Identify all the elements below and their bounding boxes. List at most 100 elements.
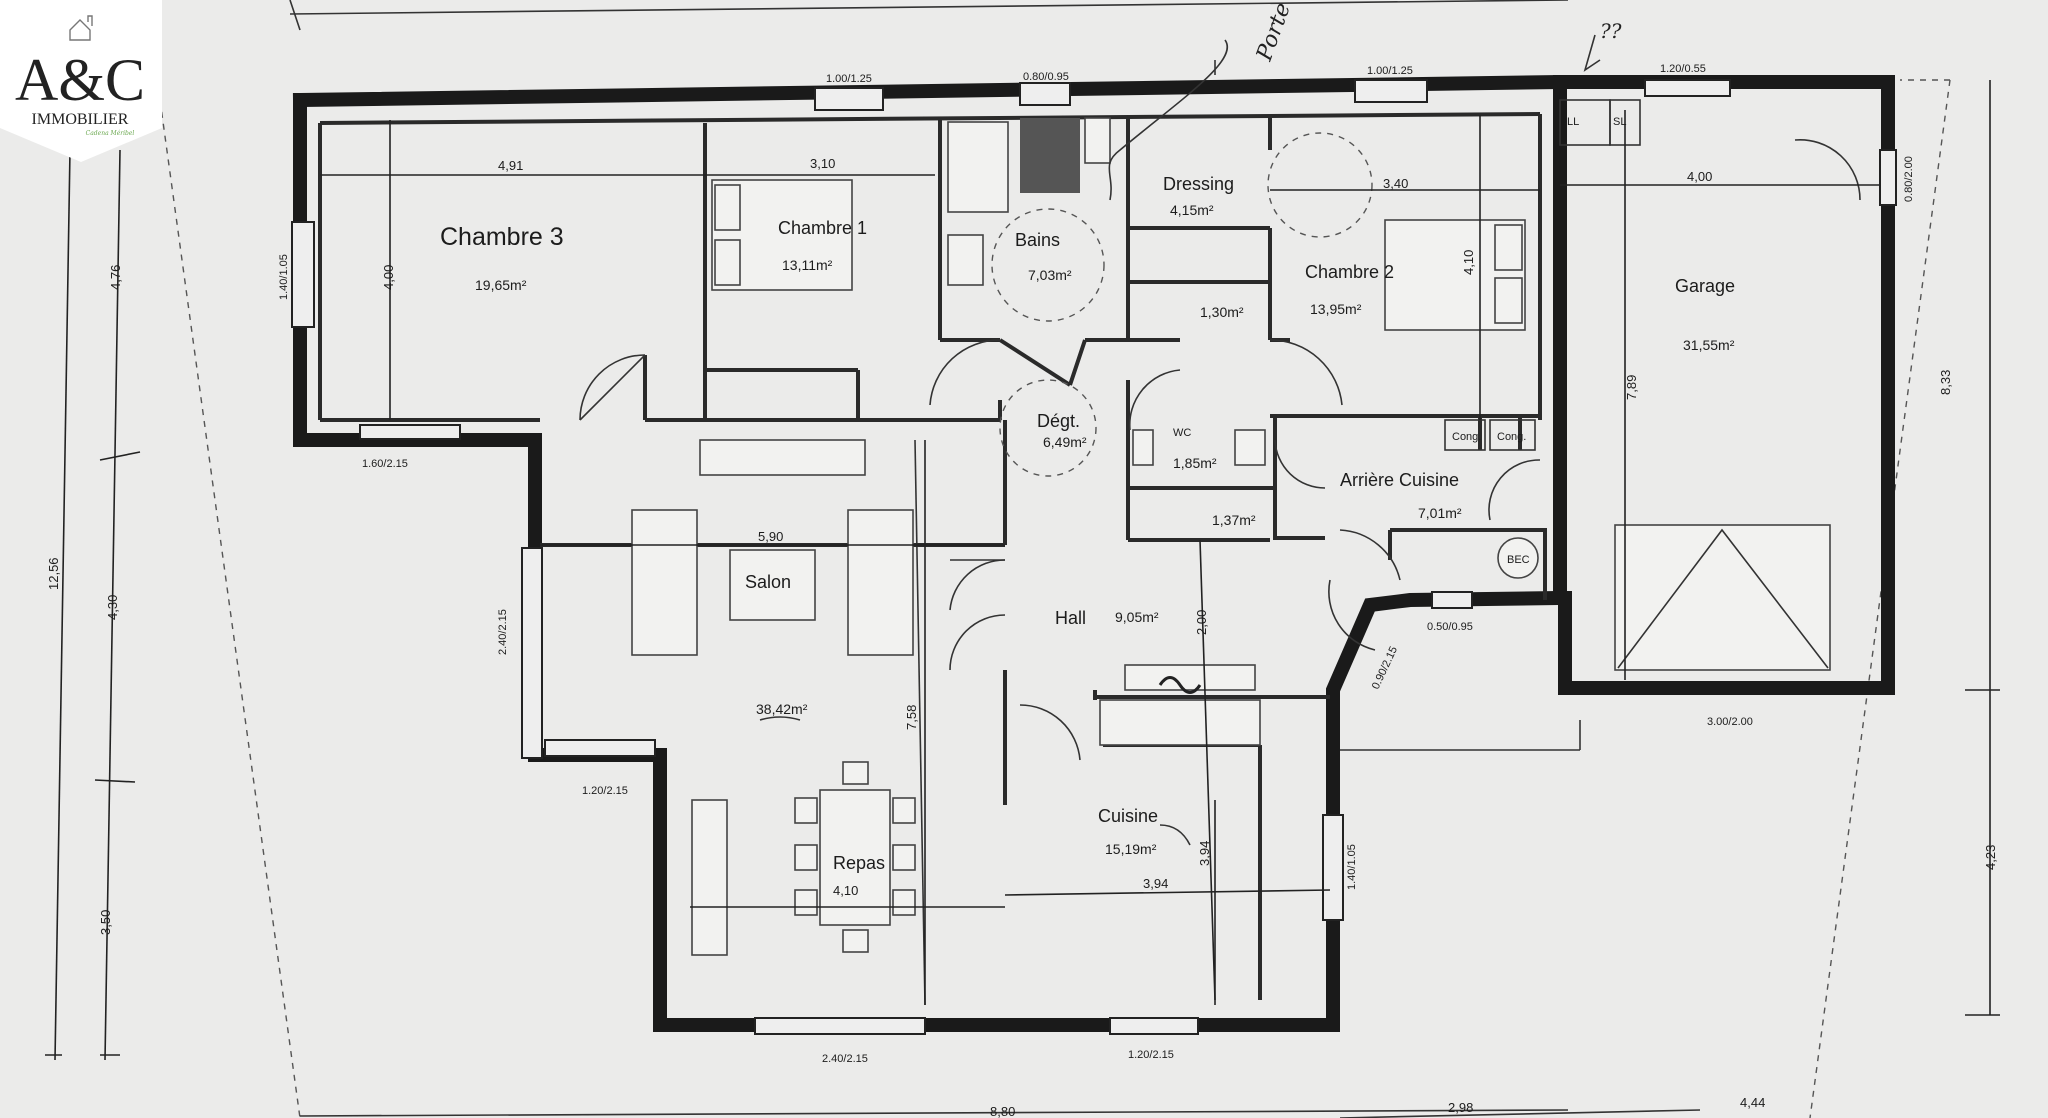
window-ch3-bottom [359, 424, 461, 440]
dim-ch3-height: 4,00 [381, 265, 396, 290]
room-label-arriere-cuisine: Arrière Cuisine [1340, 470, 1459, 490]
bathtub [947, 121, 1009, 213]
window-cuisine-right [1322, 814, 1344, 921]
opening-top-2: 0.80/0.95 [1023, 71, 1069, 83]
room-label-repas: Repas [833, 853, 885, 873]
interior-walls [318, 112, 1547, 1006]
dim-ch2-height: 4,10 [1461, 250, 1476, 275]
room-area-cellier: 1,37m² [1212, 512, 1256, 528]
dim-repas-width: 4,10 [833, 883, 858, 898]
internal-dimension-lines [320, 110, 1880, 1005]
sofa-right [847, 509, 914, 656]
garage-door-panel [1614, 524, 1831, 671]
room-label-salon: Salon [745, 572, 791, 592]
dim-left-total: 12,56 [46, 557, 61, 590]
handwritten-note-question: ?? [1600, 19, 1622, 43]
room-area-degt: 6,49m² [1043, 434, 1087, 450]
opening-bottom-ch3: 1.60/2.15 [362, 458, 408, 470]
room-label-degt: Dégt. [1037, 411, 1080, 431]
window-top-3 [1354, 79, 1428, 103]
opening-top-4: 1.20/0.55 [1660, 63, 1706, 75]
dim-left-1: 4,76 [108, 265, 123, 290]
dim-right-2: 4,23 [1983, 845, 1998, 870]
dim-garage-height: 7,89 [1624, 375, 1639, 400]
room-label-chambre-2: Chambre 2 [1305, 262, 1394, 282]
dim-salon-width: 5,90 [758, 529, 783, 544]
window-arriere-cuisine [1431, 591, 1473, 609]
bec-circle [1497, 537, 1539, 579]
label-cong-1: Cong. [1452, 431, 1481, 443]
room-area-chambre-2: 13,95m² [1310, 301, 1362, 317]
dim-cuisine-width: 3,94 [1143, 876, 1168, 891]
brand-logo: A&C IMMOBILIER Cadena Méribel [0, 0, 162, 162]
label-ll: LL [1567, 116, 1579, 128]
opening-garage-door: 3.00/2.00 [1707, 716, 1753, 728]
opening-garage-right: 0.80/2.00 [1903, 156, 1915, 202]
toilet-wc [1234, 429, 1266, 466]
turning-circles [991, 132, 1373, 477]
window-salon-bottom [544, 739, 656, 757]
dim-salon-height: 7,58 [904, 705, 919, 730]
coffee-table [729, 549, 816, 621]
washbasin [947, 234, 984, 286]
room-area-dressing: 4,15m² [1170, 202, 1214, 218]
sofa-left [631, 509, 698, 656]
room-area-wc: 1,85m² [1173, 455, 1217, 471]
dim-cuisine-height: 3,94 [1197, 841, 1212, 866]
room-area-garage: 31,55m² [1683, 337, 1735, 353]
dim-hall-height: 2,00 [1194, 610, 1209, 635]
dim-ch2-width: 3,40 [1383, 176, 1408, 191]
dim-ch3-width: 4,91 [498, 158, 523, 173]
opening-arriere-cuisine: 0.50/0.95 [1427, 621, 1473, 633]
logo-immobilier: IMMOBILIER [32, 111, 129, 128]
kitchen-counter [1099, 699, 1261, 746]
wc-basin [1132, 429, 1154, 466]
dim-garage-width: 4,00 [1687, 169, 1712, 184]
room-area-placard: 1,30m² [1200, 304, 1244, 320]
hall-console [1124, 664, 1256, 691]
opening-bottom-cuisine: 1.20/2.15 [1128, 1049, 1174, 1061]
opening-bottom-salon: 1.20/2.15 [582, 785, 628, 797]
room-area-salon: 38,42m² [756, 701, 808, 717]
dim-right-1: 8,33 [1938, 370, 1953, 395]
room-label-cuisine: Cuisine [1098, 806, 1158, 826]
opening-left-salon: 2.40/2.15 [497, 609, 509, 655]
dim-ch1-width: 3,10 [810, 156, 835, 171]
room-area-chambre-1: 13,11m² [782, 257, 833, 273]
window-top-1 [814, 87, 884, 111]
tv-unit [699, 439, 866, 476]
logo-tagline: Cadena Méribel [86, 130, 135, 137]
room-label-dressing: Dressing [1163, 174, 1234, 194]
room-area-arriere-cuisine: 7,01m² [1418, 505, 1462, 521]
opening-top-1: 1.00/1.25 [826, 73, 872, 85]
sideboard [691, 799, 728, 956]
dim-left-2: 4,30 [105, 595, 120, 620]
room-area-cuisine: 15,19m² [1105, 841, 1157, 857]
door-swings [579, 139, 1861, 761]
toilet-bains [1084, 117, 1111, 164]
room-label-wc: WC [1173, 427, 1191, 439]
opening-bottom-repas: 2.40/2.15 [822, 1053, 868, 1065]
window-repas-bottom [754, 1017, 926, 1035]
window-ch3-left [291, 221, 315, 328]
room-label-hall: Hall [1055, 608, 1086, 628]
opening-left-ch3: 1.40/1.05 [278, 254, 290, 300]
shower-tray [1020, 118, 1080, 193]
window-top-4 [1644, 79, 1731, 97]
perspective-guides [159, 0, 1951, 1118]
opening-top-3: 1.00/1.25 [1367, 65, 1413, 77]
room-area-hall: 9,05m² [1115, 609, 1159, 625]
dim-bottom-2: 2,98 [1448, 1100, 1473, 1115]
furniture [631, 99, 1831, 956]
logo-name: A&C [15, 47, 145, 113]
label-cong-2: Cong. [1497, 431, 1526, 443]
room-label-chambre-3: Chambre 3 [440, 223, 564, 251]
dim-left-3: 3,50 [98, 910, 113, 935]
room-area-bains: 7,03m² [1028, 267, 1072, 283]
handwritten-marks [759, 34, 1601, 846]
window-salon-left [521, 547, 543, 759]
window-top-2 [1019, 82, 1071, 106]
windows [291, 79, 1897, 1035]
